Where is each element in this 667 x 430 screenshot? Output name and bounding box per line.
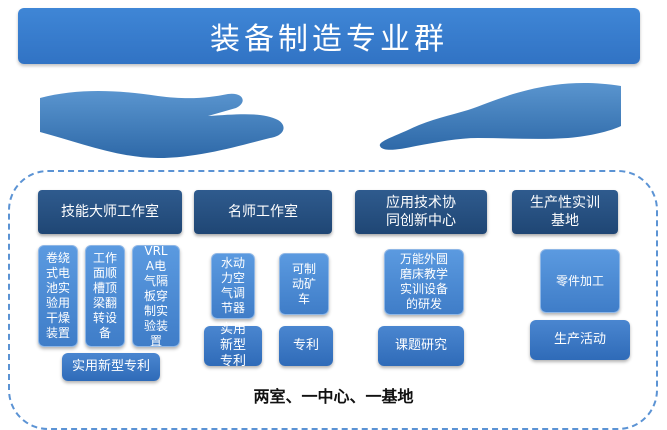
right-hand-icon bbox=[379, 83, 621, 150]
project-box: 工作面顺槽顶梁翻转设备 bbox=[85, 245, 125, 347]
outcome-box: 专利 bbox=[279, 326, 333, 366]
project-box: 水动力空气调节器 bbox=[211, 253, 255, 319]
outcome-box: 生产活动 bbox=[530, 320, 630, 360]
footer-summary: 两室、一中心、一基地 bbox=[253, 387, 414, 406]
category-skill-master-studio: 技能大师工作室 bbox=[38, 190, 182, 234]
outcome-box: 实用新型专利 bbox=[62, 353, 160, 381]
page-title: 装备制造专业群 bbox=[18, 8, 640, 64]
project-box: 万能外圆磨床教学实训设备的研发 bbox=[384, 249, 464, 315]
category-famous-teacher-studio: 名师工作室 bbox=[194, 190, 332, 234]
project-box: 卷绕式电池实验用干燥装置 bbox=[38, 245, 78, 347]
outcome-box: 课题研究 bbox=[378, 326, 464, 366]
category-production-base: 生产性实训基地 bbox=[512, 190, 618, 234]
project-box: VRLA电气隔板穿制实验装置 bbox=[132, 244, 180, 348]
project-box: 零件加工 bbox=[540, 249, 620, 313]
left-hand-icon bbox=[40, 91, 284, 158]
outcome-box: 实用新型专利 bbox=[204, 322, 262, 369]
category-innovation-center: 应用技术协同创新中心 bbox=[355, 190, 487, 234]
project-box: 可制动矿车 bbox=[279, 253, 329, 315]
